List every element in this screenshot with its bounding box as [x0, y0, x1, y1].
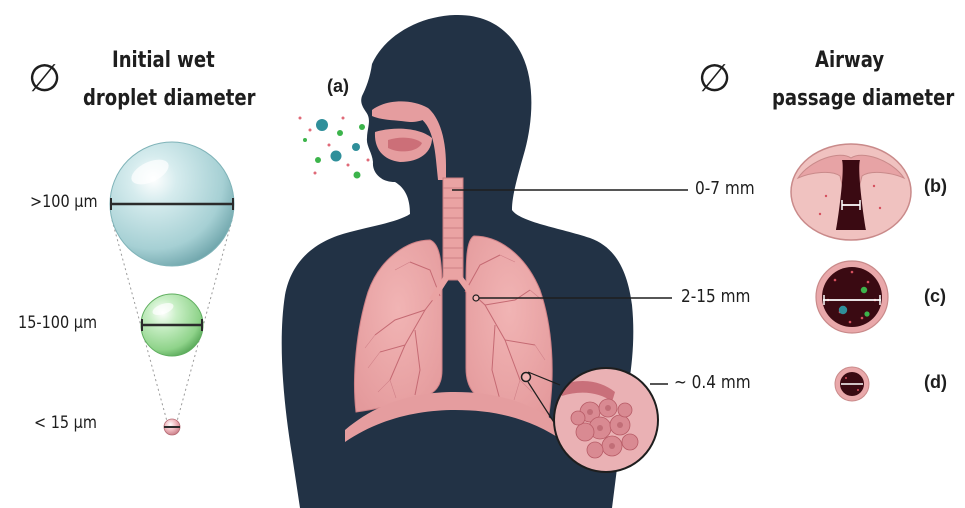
airway-c-bronchus	[816, 261, 888, 333]
medium-droplet	[141, 294, 203, 356]
trachea	[443, 178, 463, 280]
airway-diameter-b: 0-7 mm	[695, 178, 755, 199]
size-label-medium: 15-100 µm	[18, 313, 97, 333]
label-c: (c)	[924, 286, 946, 307]
left-title-line2: droplet diameter	[83, 86, 256, 111]
size-label-large: >100 µm	[30, 192, 98, 212]
right-title-line1: Airway	[815, 48, 884, 73]
diameter-symbol-right: ∅	[698, 56, 731, 100]
size-label-small: < 15 µm	[34, 413, 97, 433]
label-b: (b)	[924, 176, 947, 197]
label-a: (a)	[327, 76, 349, 97]
left-title-line1: Initial wet	[112, 48, 215, 73]
exhaled-particles	[299, 117, 370, 179]
large-droplet	[110, 142, 234, 266]
label-d: (d)	[924, 372, 947, 393]
airway-b-larynx	[791, 144, 911, 240]
airway-d-alveolus	[835, 367, 869, 401]
droplet-size-panel	[110, 142, 234, 435]
right-title-line2: passage diameter	[772, 86, 954, 111]
diameter-symbol-left: ∅	[28, 56, 61, 100]
small-droplet	[164, 419, 180, 435]
airway-diameter-d: ~ 0.4 mm	[674, 372, 751, 393]
airway-diameter-c: 2-15 mm	[681, 286, 750, 307]
